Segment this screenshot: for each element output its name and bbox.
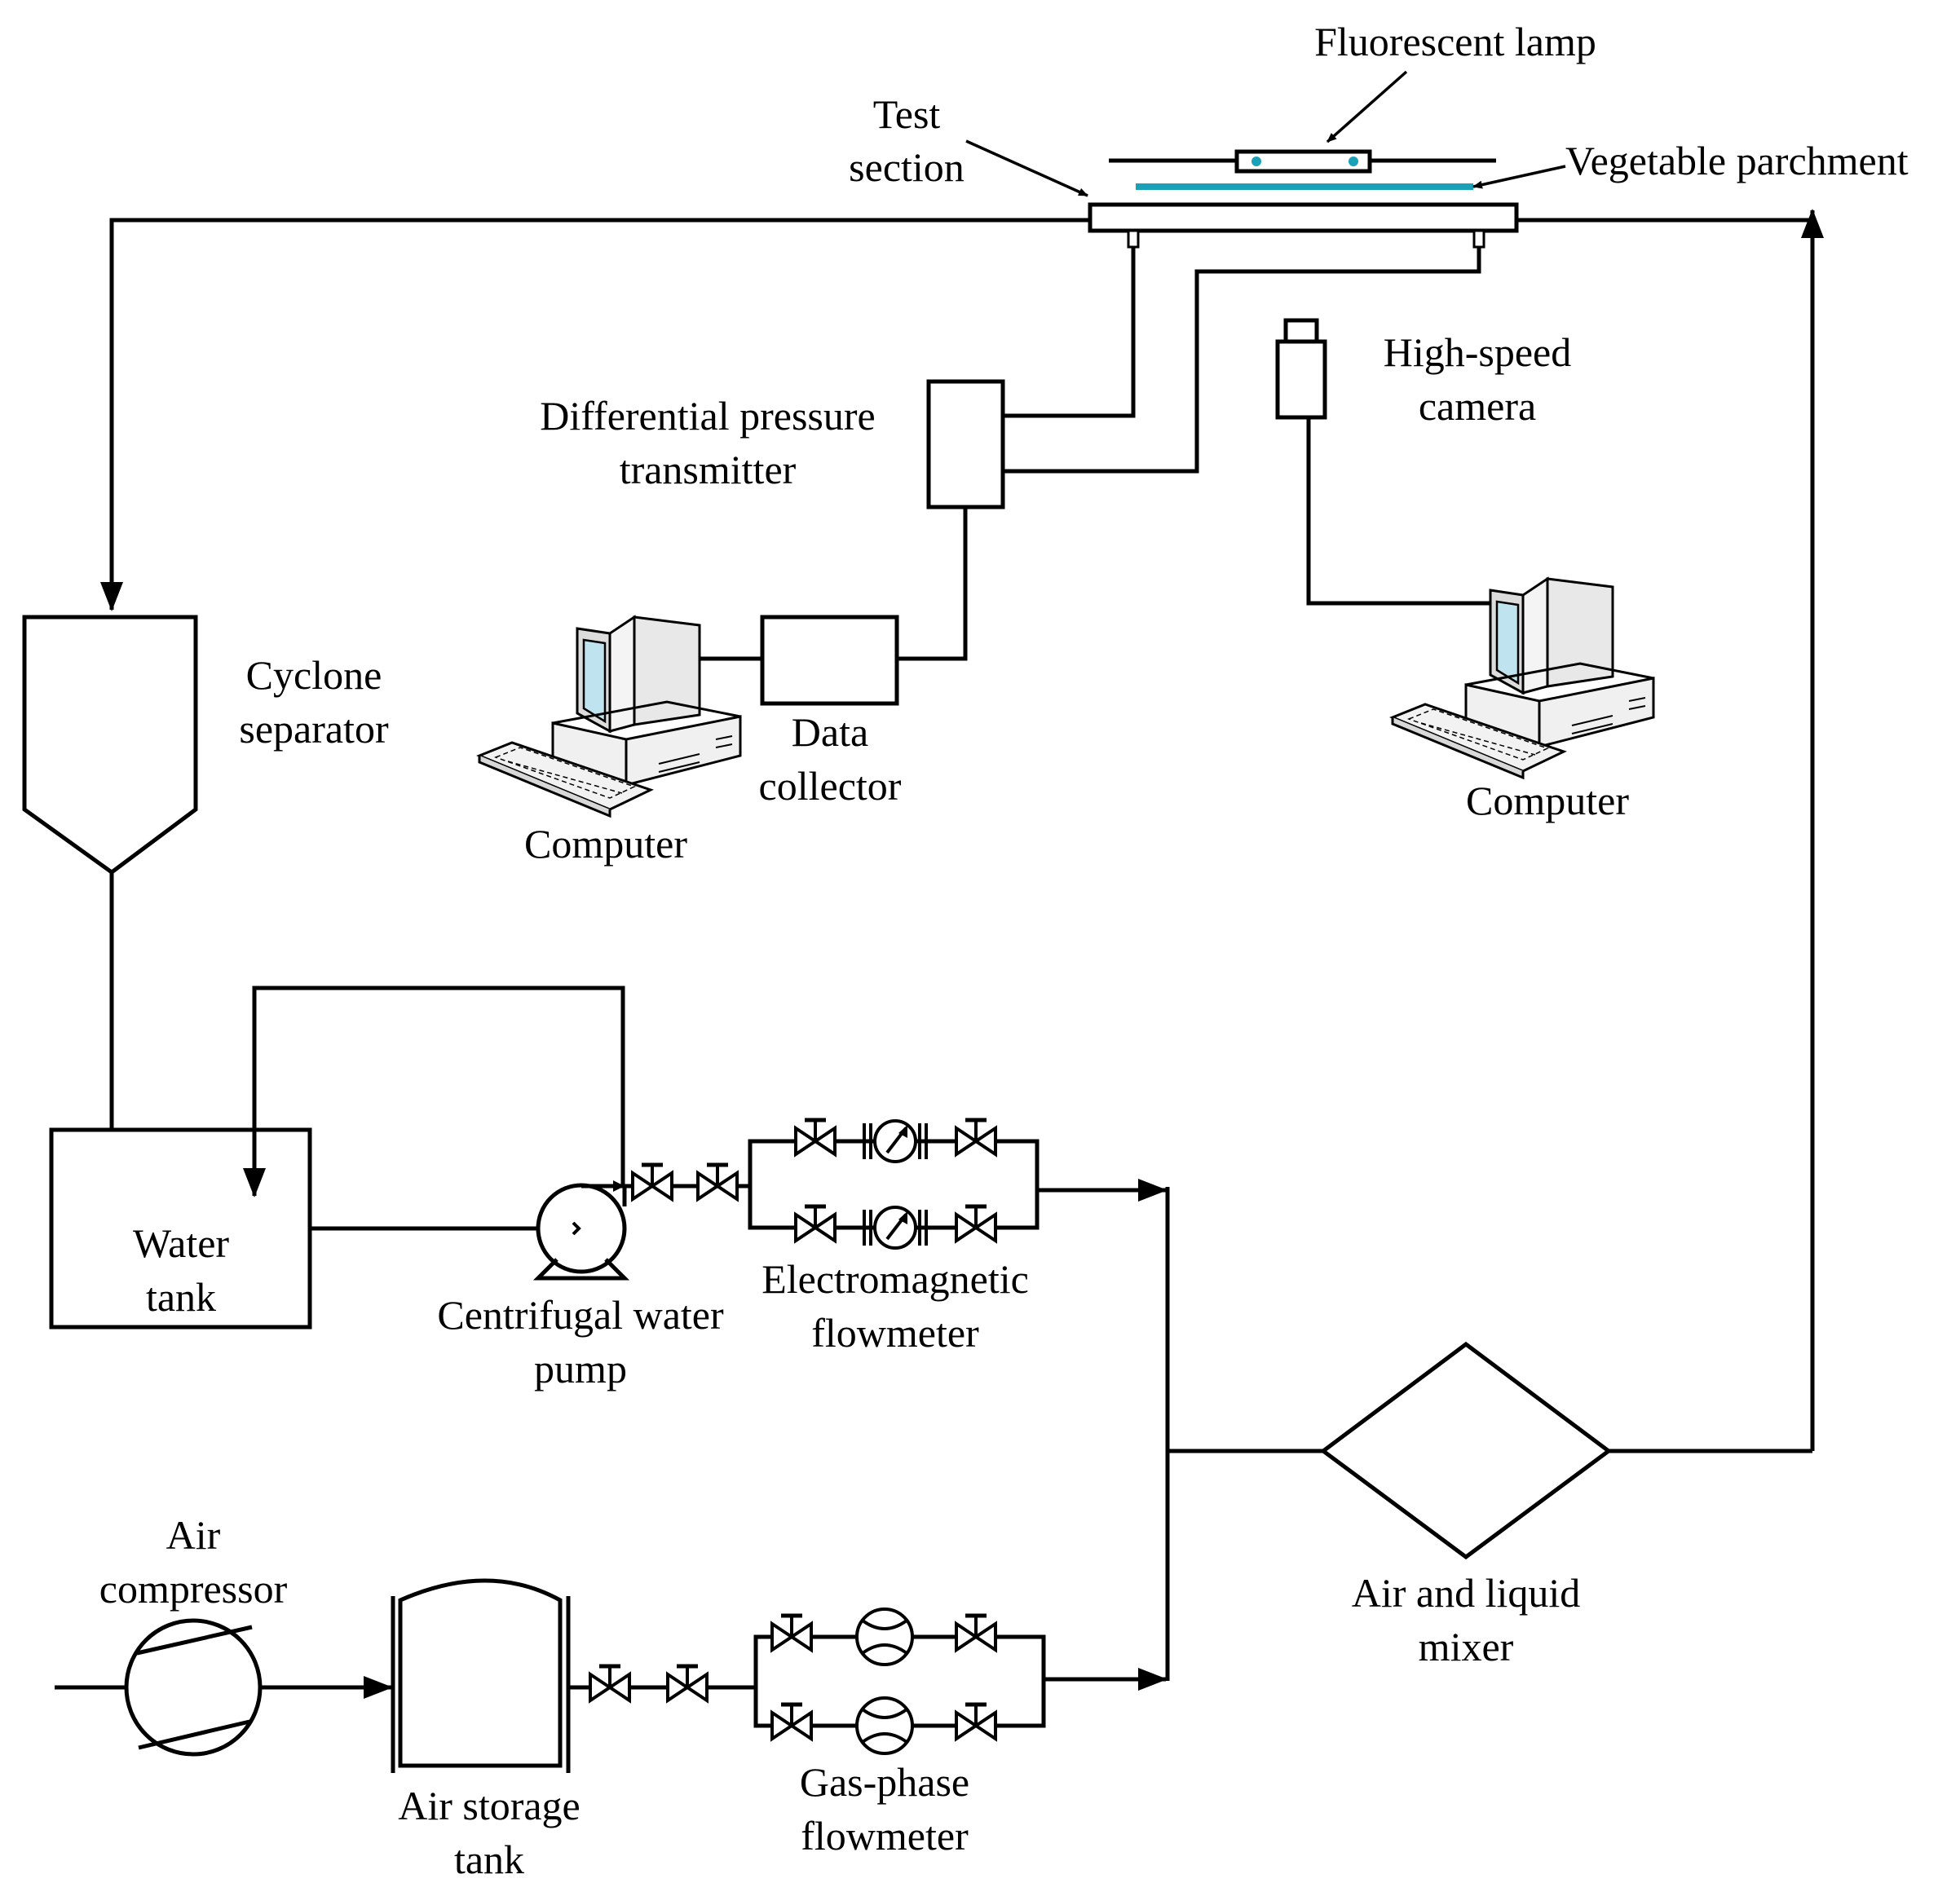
label-air-storage-line1: Air storage	[398, 1783, 580, 1828]
valve-gas-lower-left-icon	[772, 1705, 811, 1739]
valve-air-2-icon	[668, 1666, 707, 1700]
label-test-section-line1: Test	[873, 91, 941, 137]
label-test-section-line2: section	[849, 144, 965, 190]
pressure-tap-line-2	[1003, 247, 1481, 474]
fluorescent-lamp-assembly	[1109, 149, 1496, 174]
label-air-compressor-line2: compressor	[99, 1566, 288, 1612]
centrifugal-pump-icon	[532, 1183, 630, 1281]
valve-em-upper-left-icon	[796, 1120, 835, 1154]
air-liquid-mixer	[1319, 1341, 1613, 1560]
leader-test-section	[965, 139, 1088, 197]
pipe-test-section-to-cyclone	[100, 218, 1090, 611]
label-air-compressor-line1: Air	[166, 1512, 221, 1558]
computer-left-icon	[478, 615, 742, 818]
label-computer-left: Computer	[524, 821, 687, 867]
label-data-collector-line1: Data	[792, 709, 868, 755]
computer-right-icon	[1391, 577, 1655, 779]
label-cyclone-line2: separator	[239, 706, 389, 752]
label-water-tank-line1: Water	[133, 1220, 229, 1266]
valve-air-1-icon	[590, 1666, 629, 1700]
cyclone-separator	[22, 615, 198, 875]
label-gas-flowmeter-line1: Gas-phase	[800, 1759, 969, 1805]
valve-gas-upper-left-icon	[772, 1616, 811, 1650]
valve-water-2-icon	[698, 1165, 737, 1199]
label-camera-line1: High-speed	[1384, 329, 1572, 375]
label-data-collector-line2: collector	[759, 763, 902, 809]
signal-camera-to-computer	[1306, 417, 1500, 606]
leader-fluorescent-lamp	[1326, 70, 1408, 143]
valve-em-lower-left-icon	[796, 1206, 835, 1241]
air-compressor-icon	[124, 1618, 263, 1757]
label-gas-flowmeter-line2: flowmeter	[801, 1813, 969, 1859]
label-cyclone-line1: Cyclone	[246, 652, 382, 698]
valve-gas-lower-right-icon	[956, 1705, 995, 1739]
em-flowmeter-lower-icon	[863, 1206, 928, 1250]
differential-pressure-transmitter	[926, 379, 1005, 509]
em-flowmeter-upper-icon	[863, 1119, 928, 1163]
label-dp-transmitter-line2: transmitter	[620, 447, 797, 492]
label-pump-line2: pump	[534, 1346, 627, 1391]
gas-flowmeter-lower-icon	[855, 1696, 914, 1755]
air-storage-tank-icon	[391, 1578, 571, 1773]
label-em-flowmeter-line1: Electromagnetic	[761, 1256, 1029, 1302]
label-em-flowmeter-line2: flowmeter	[811, 1310, 979, 1356]
label-mixer-line2: mixer	[1419, 1624, 1514, 1669]
water-tank	[49, 1127, 312, 1330]
label-fluorescent-lamp: Fluorescent lamp	[1314, 19, 1596, 64]
valve-em-lower-right-icon	[956, 1206, 995, 1241]
label-vegetable-parchment: Vegetable parchment	[1565, 138, 1909, 183]
label-camera-line2: camera	[1419, 383, 1536, 429]
label-computer-right: Computer	[1466, 778, 1629, 823]
valve-water-1-icon	[633, 1165, 672, 1199]
label-pump-line1: Centrifugal water	[437, 1292, 724, 1338]
pipe-em-flowmeter-branches	[748, 1139, 1040, 1230]
label-air-storage-line2: tank	[454, 1837, 524, 1882]
label-water-tank-line2: tank	[146, 1274, 216, 1320]
pressure-tap-line-1	[1003, 247, 1136, 418]
label-mixer-line1: Air and liquid	[1352, 1570, 1581, 1616]
test-section	[1088, 202, 1519, 233]
valve-gas-upper-right-icon	[956, 1616, 995, 1650]
gas-flowmeter-upper-icon	[855, 1608, 914, 1666]
data-collector	[760, 615, 899, 706]
label-dp-transmitter-line1: Differential pressure	[540, 393, 875, 439]
leader-vegetable-parchment	[1472, 165, 1566, 189]
high-speed-camera-icon	[1275, 318, 1327, 420]
signal-transmitter-to-collector	[897, 507, 968, 661]
pipe-pump-bypass-return	[243, 986, 625, 1197]
valve-em-upper-right-icon	[956, 1120, 995, 1154]
